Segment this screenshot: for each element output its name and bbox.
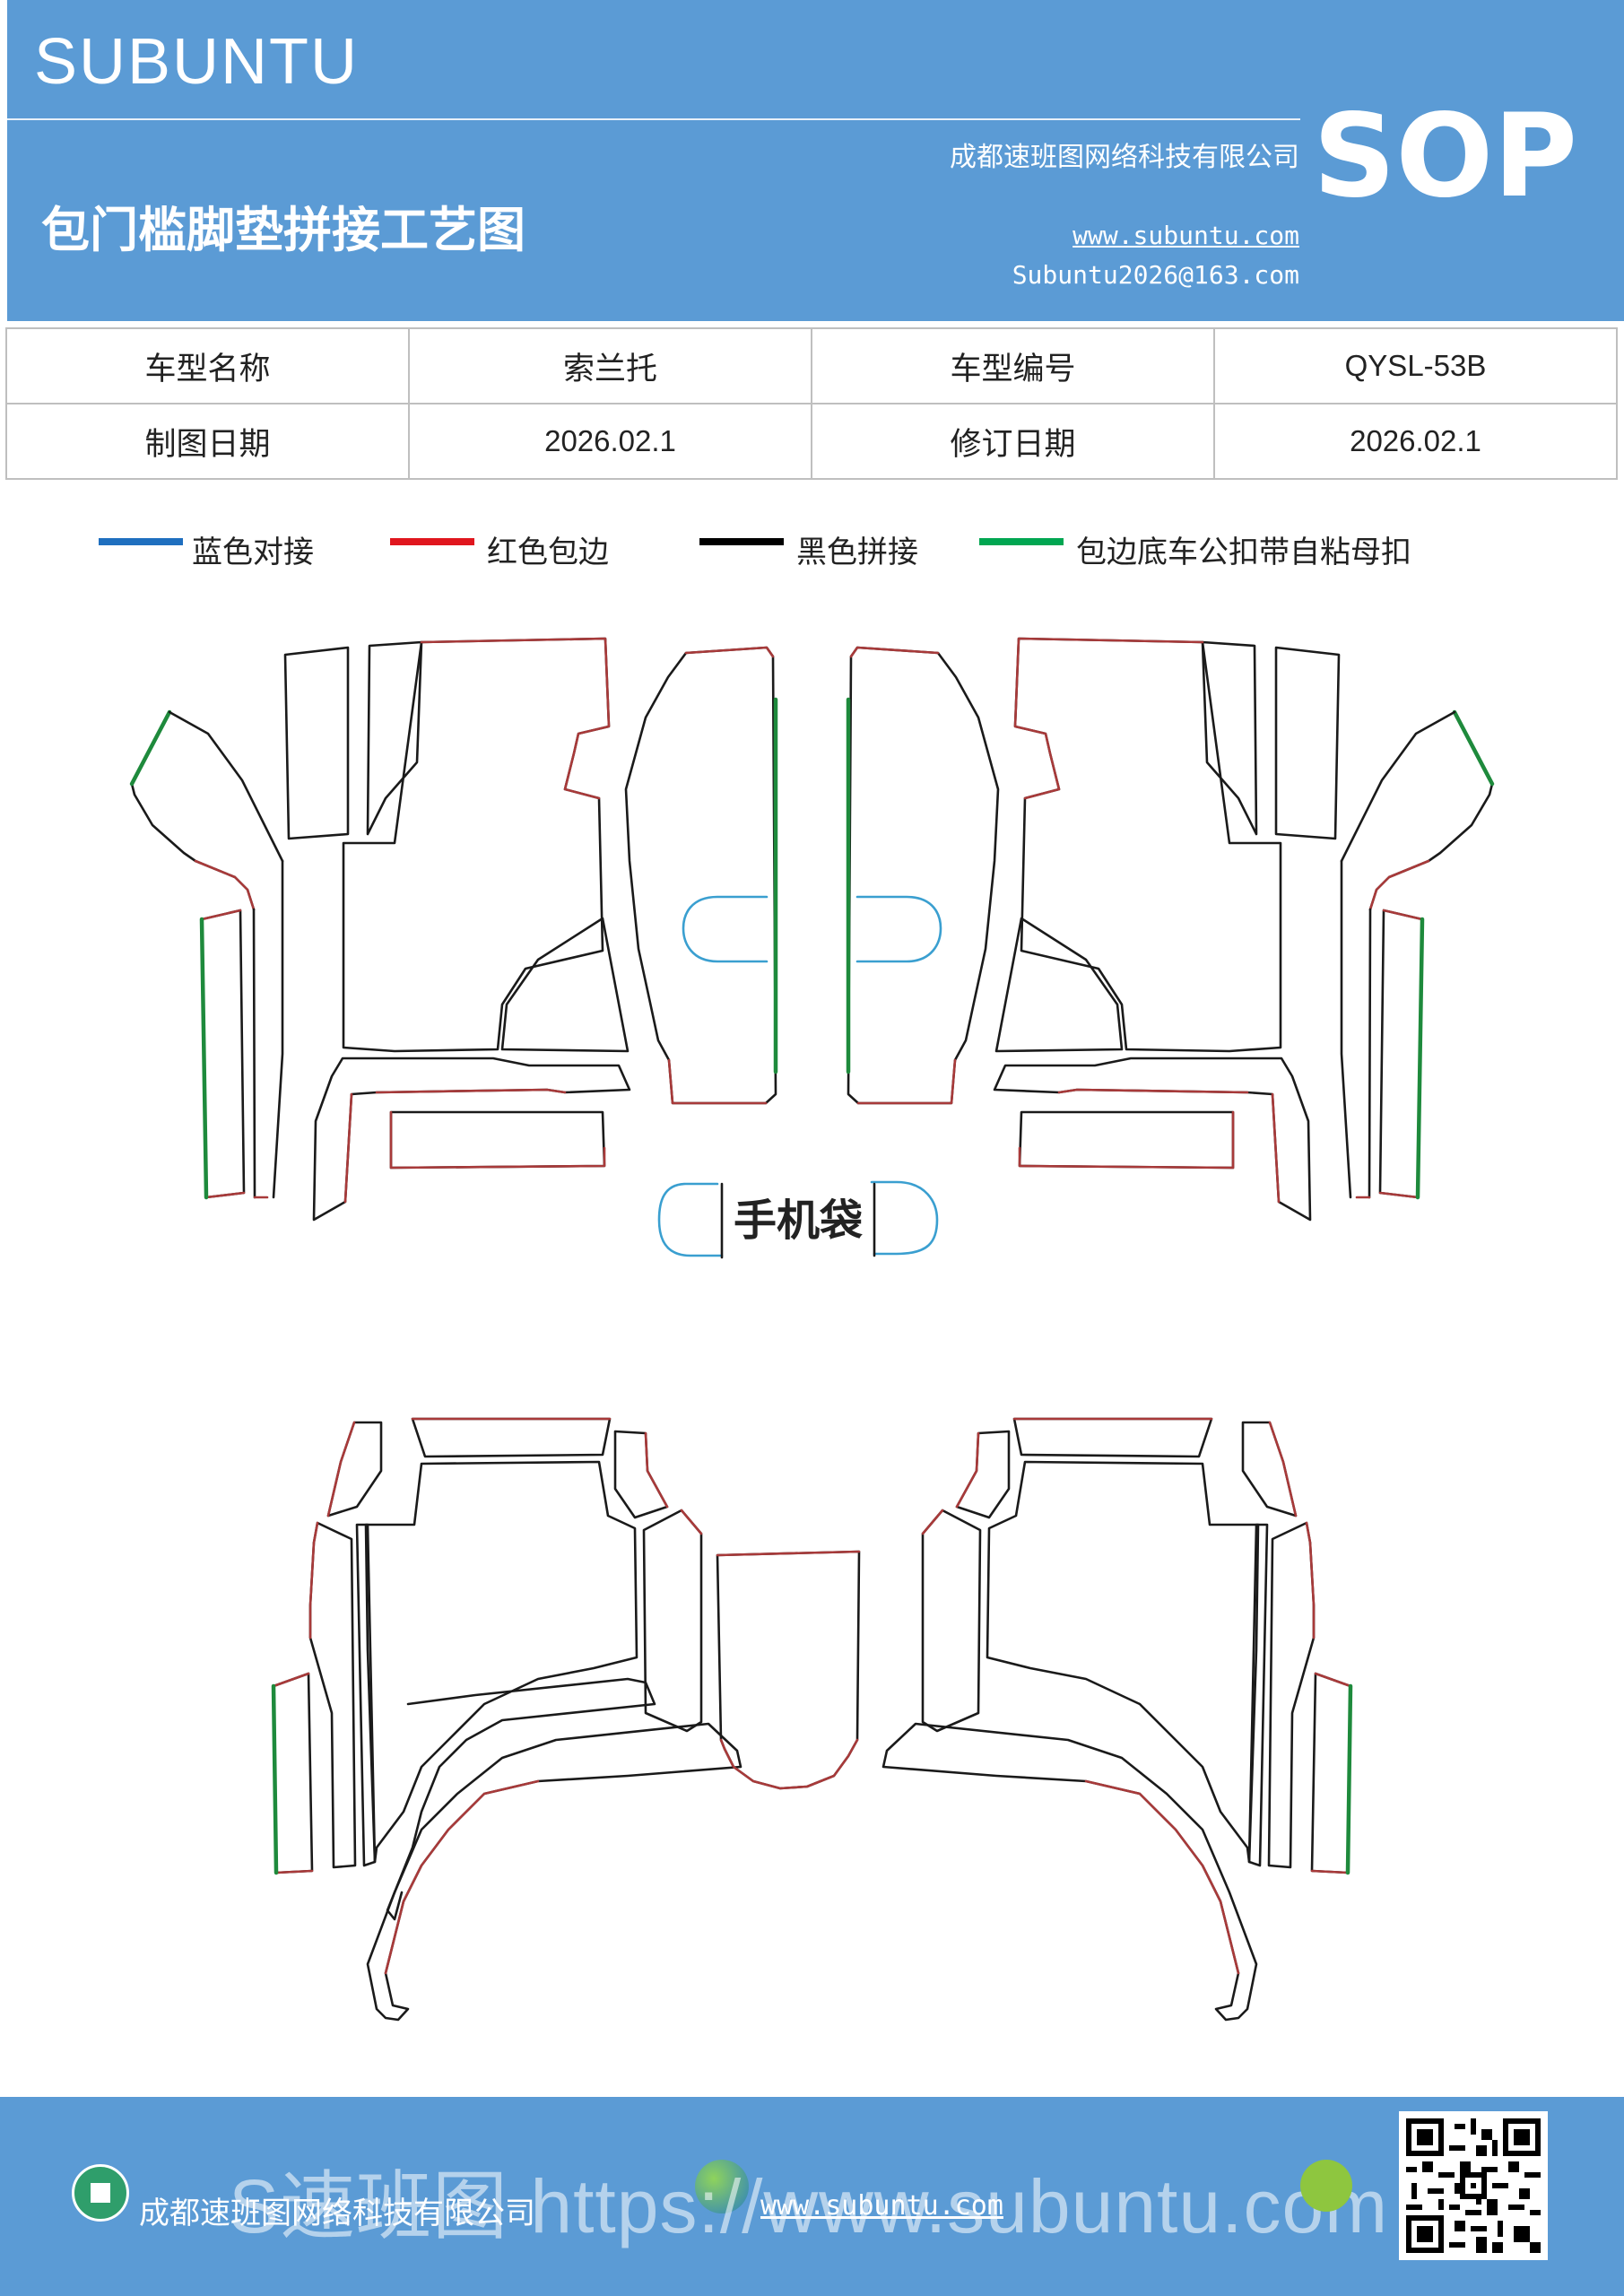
diagram-svg: 手机袋: [0, 574, 1624, 2022]
legend-label-blue: 蓝色对接: [192, 535, 314, 570]
draw-date-label: 制图日期: [5, 403, 410, 480]
brand-name: SUBUNTU: [34, 26, 360, 98]
footer-website-link[interactable]: www.subuntu.com: [760, 2190, 1003, 2222]
table-row: 制图日期 2026.02.1 修订日期 2026.02.1: [5, 403, 1618, 480]
legend-label-green: 包边底车公扣带自粘母扣: [1076, 535, 1411, 570]
table-row: 车型名称 索兰托 车型编号 QYSL-53B: [5, 327, 1618, 404]
legend-swatch-red: [390, 538, 474, 545]
building-icon: [72, 2164, 129, 2222]
website-link[interactable]: www.subuntu.com: [1073, 221, 1299, 250]
legend-swatch-blue: [99, 538, 183, 545]
qr-code-graphic: [1406, 2118, 1541, 2253]
model-code-value: QYSL-53B: [1213, 327, 1618, 404]
color-legend: 蓝色对接 红色包边 黑色拼接 包边底车公扣带自粘母扣: [0, 520, 1624, 574]
vehicle-info-table: 车型名称 索兰托 车型编号 QYSL-53B 制图日期 2026.02.1 修订…: [5, 327, 1618, 480]
document-title: 包门槛脚垫拼接工艺图: [41, 202, 525, 258]
globe-icon: [695, 2160, 749, 2213]
legend-swatch-green: [979, 538, 1064, 545]
qr-code: [1399, 2111, 1548, 2260]
front-right-mat-group: [848, 639, 1492, 1220]
rear-left-mat-group: [271, 1417, 743, 2022]
phone-pocket-label: 手机袋: [734, 1196, 863, 1246]
legend-swatch-black: [699, 538, 784, 545]
draw-date-value: 2026.02.1: [408, 403, 812, 480]
model-name-value: 索兰托: [408, 327, 812, 404]
revise-date-value: 2026.02.1: [1213, 403, 1618, 480]
footer-watermark: S速班图 https://www.subuntu.com: [229, 2164, 1389, 2248]
center-tunnel-mat: [716, 1550, 861, 1790]
company-name: 成都速班图网络科技有限公司: [950, 142, 1299, 173]
floor-mat-diagram: 手机袋: [0, 574, 1624, 2081]
legend-label-red: 红色包边: [487, 535, 609, 570]
legend-label-black: 黑色拼接: [796, 535, 918, 570]
header-divider: [7, 118, 1300, 120]
sop-badge: SOP: [1313, 90, 1577, 223]
model-code-label: 车型编号: [811, 327, 1215, 404]
footer: 成都速班图网络科技有限公司 www.subuntu.com S速班图 https…: [0, 2097, 1624, 2296]
rear-right-mat-group: [881, 1417, 1353, 2022]
front-left-mat-group: [132, 639, 776, 1220]
phone-pocket: 手机袋: [657, 1180, 939, 1259]
contact-email[interactable]: Subuntu2026@163.com: [1012, 260, 1299, 290]
model-name-label: 车型名称: [5, 327, 410, 404]
wechat-icon: [1300, 2160, 1352, 2212]
footer-company-name: 成都速班图网络科技有限公司: [139, 2196, 535, 2231]
header: SUBUNTU 包门槛脚垫拼接工艺图 成都速班图网络科技有限公司 www.sub…: [7, 0, 1624, 321]
revise-date-label: 修订日期: [811, 403, 1215, 480]
